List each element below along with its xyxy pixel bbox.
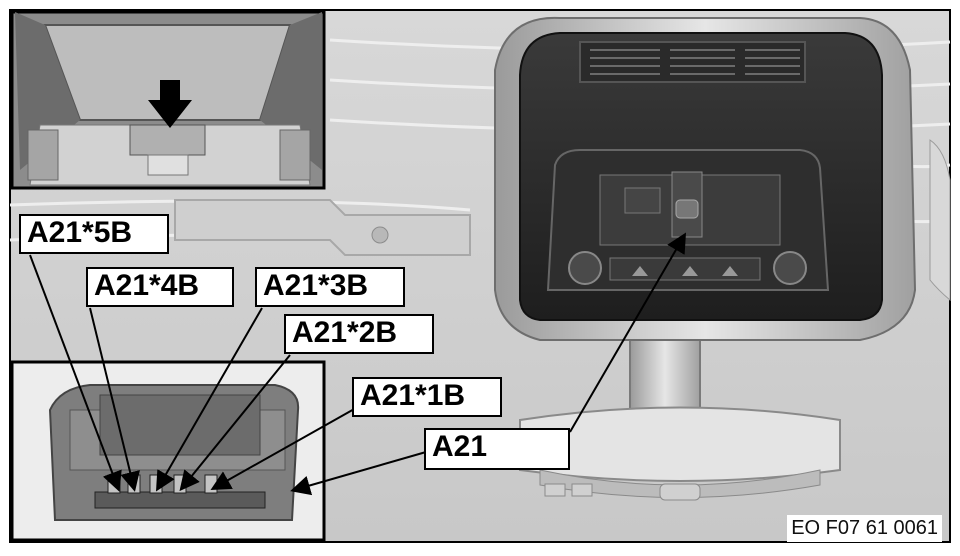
leader-lines	[29, 232, 687, 496]
document-code: EO F07 61 0061	[787, 515, 942, 542]
console-vent-grille	[579, 41, 806, 83]
rearview-mirror	[519, 406, 841, 482]
label-a21-1b: A21*1B	[352, 377, 502, 417]
label-a21-2b: A21*2B	[284, 314, 434, 354]
inset-car-interior	[10, 10, 326, 190]
inset-console-underside	[10, 360, 326, 542]
label-a21-3b: A21*3B	[255, 267, 405, 307]
label-a21: A21	[424, 428, 570, 470]
label-a21-5b: A21*5B	[19, 214, 169, 254]
label-a21-4b: A21*4B	[86, 267, 234, 307]
down-arrow-icon	[148, 80, 192, 128]
mounting-bracket	[174, 199, 471, 256]
